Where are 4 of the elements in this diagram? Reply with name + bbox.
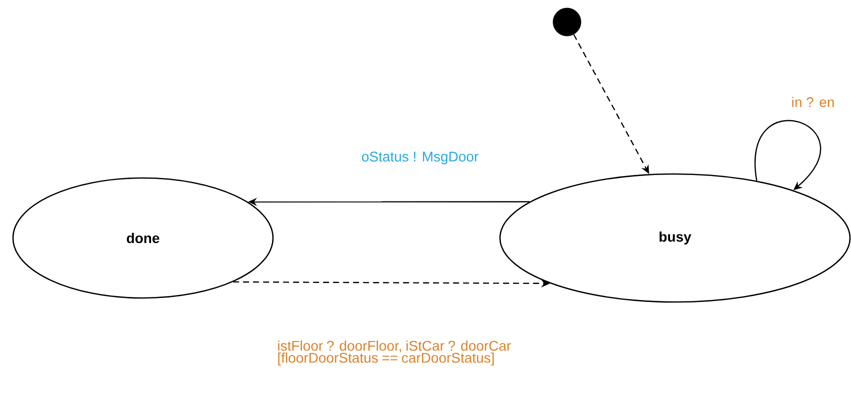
edge-label: oStatus ! MsgDoor (362, 152, 478, 164)
initial-dot (552, 8, 582, 36)
edge-label: istFloor ? doorFloor, iStCar ? doorCar [floorDoorStatus == carDoorStatus] (278, 340, 511, 366)
edge-label: in ? en (792, 96, 834, 108)
